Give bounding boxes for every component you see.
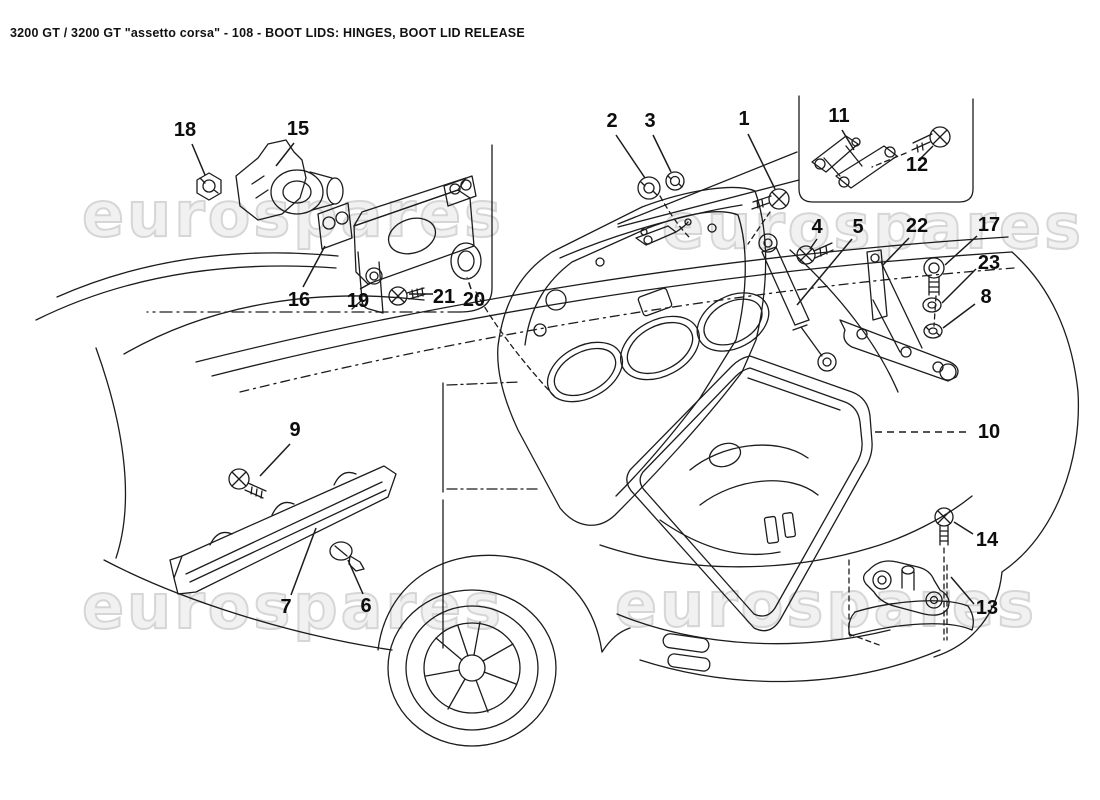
leader-line-2 — [615, 134, 646, 179]
leader-line-4 — [809, 238, 818, 250]
part-label-6[interactable]: 6 — [360, 595, 372, 617]
leader-line-23 — [941, 268, 977, 304]
part-16-bracket-drawing — [317, 175, 477, 314]
car-body-drawing — [35, 151, 1080, 683]
part-2-washer-drawing — [637, 176, 661, 200]
leader-line-1 — [747, 133, 776, 190]
leader-line-15 — [275, 142, 295, 167]
part-13-lever-drawing — [848, 559, 950, 647]
part-20-grommet-drawing — [450, 242, 557, 399]
part-label-10[interactable]: 10 — [977, 421, 1001, 443]
leader-line-19 — [359, 282, 372, 290]
part-14-bolt-drawing — [934, 507, 954, 641]
callout-region — [146, 144, 493, 313]
wheel-drawing — [387, 589, 557, 747]
part-22-bracket-drawing — [839, 249, 959, 382]
part-1-bolt-drawing — [751, 188, 790, 210]
boot-seal-drawing — [626, 355, 873, 632]
part-7-sill-trim-drawing — [169, 465, 397, 595]
leader-line-5 — [796, 238, 853, 306]
part-18-nut-drawing — [196, 172, 222, 201]
part-label-22[interactable]: 22 — [905, 215, 929, 237]
part-label-3[interactable]: 3 — [644, 110, 656, 132]
part-4-bolt-drawing — [796, 242, 834, 265]
part-17-bolt-drawing — [923, 257, 945, 327]
part-label-16[interactable]: 16 — [287, 289, 311, 311]
part-label-8[interactable]: 8 — [980, 286, 992, 308]
part-label-20[interactable]: 20 — [462, 289, 486, 311]
leader-line-9 — [259, 443, 291, 477]
leader-line-13 — [950, 576, 975, 605]
part-9-bolt-drawing — [228, 468, 267, 499]
leader-line-12 — [920, 145, 934, 159]
part-label-4[interactable]: 4 — [811, 216, 823, 238]
watermark: eurospares — [81, 569, 505, 644]
page-title: 3200 GT / 3200 GT "assetto corsa" - 108 … — [10, 26, 525, 40]
part-label-11[interactable]: 11 — [828, 105, 850, 127]
inset-box — [798, 95, 974, 203]
leader-line-11 — [841, 129, 855, 151]
part-3-nut-drawing — [665, 171, 685, 191]
part-label-7[interactable]: 7 — [280, 596, 292, 618]
part-label-15[interactable]: 15 — [286, 118, 310, 140]
part-label-21[interactable]: 21 — [432, 286, 456, 308]
part-label-1[interactable]: 1 — [738, 108, 750, 130]
part-label-12[interactable]: 12 — [905, 154, 929, 176]
part-label-9[interactable]: 9 — [289, 419, 301, 441]
part-label-13[interactable]: 13 — [975, 597, 999, 619]
leader-line-18 — [191, 143, 206, 176]
part-label-17[interactable]: 17 — [977, 214, 1001, 236]
part-21-bolt-drawing — [388, 286, 427, 306]
part-23-washer-drawing — [922, 297, 942, 313]
leader-line-7 — [290, 527, 317, 596]
boot-lid-drawing — [497, 186, 770, 526]
leader-line-3 — [652, 134, 672, 173]
part-label-2[interactable]: 2 — [606, 110, 618, 132]
part-label-5[interactable]: 5 — [852, 216, 864, 238]
part-15-lock-drawing — [235, 139, 344, 221]
part-label-23[interactable]: 23 — [977, 252, 1001, 274]
leader-line-16 — [302, 245, 326, 288]
leader-line-22 — [881, 237, 910, 267]
leader-line-8 — [942, 303, 976, 329]
part-label-19[interactable]: 19 — [346, 290, 370, 312]
leader-line-14 — [953, 521, 974, 535]
part-label-14[interactable]: 14 — [975, 529, 999, 551]
leader-line-6 — [347, 559, 364, 595]
part-5-gas-strut-drawing — [758, 233, 837, 372]
part-12-bolt-drawing — [871, 126, 951, 168]
leader-line-17 — [944, 235, 978, 266]
leader-line-20 — [466, 276, 472, 290]
part-11-hinge-drawing — [811, 135, 898, 189]
part-label-18[interactable]: 18 — [173, 119, 197, 141]
part-8-washer-drawing — [923, 323, 943, 339]
part-19-washer-drawing — [365, 267, 383, 285]
